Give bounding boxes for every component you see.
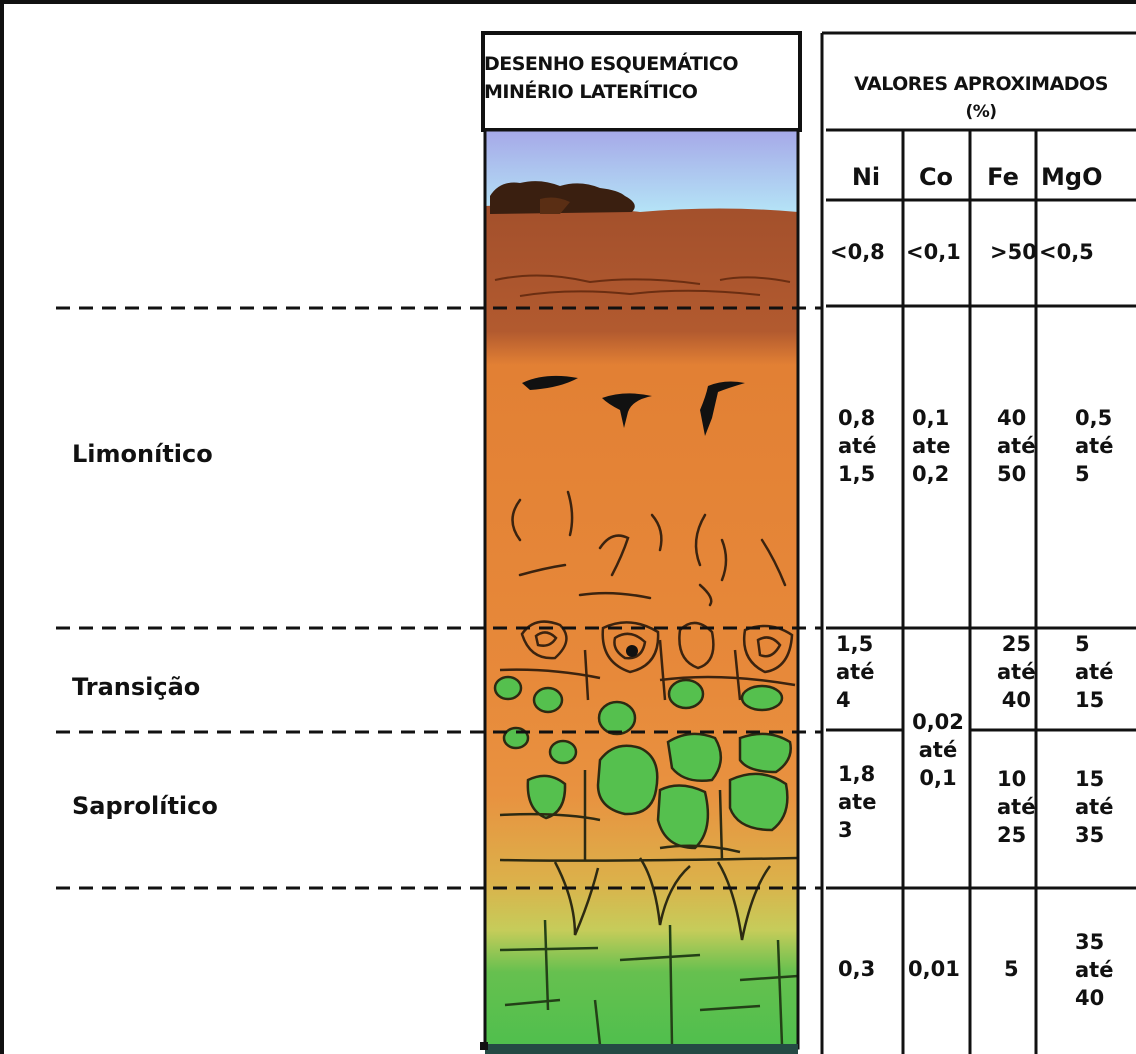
zone-label-limonitico: Limonítico: [72, 440, 213, 468]
cell-row4-ni: 0,3: [838, 957, 876, 981]
schematic-header: DESENHO ESQUEMÁTICO MINÉRIO LATERÍTICO: [484, 50, 804, 106]
nodules: [522, 375, 745, 436]
schematic-column: [480, 31, 802, 1054]
fracture-lines: [511, 490, 787, 607]
cell-row4-co: 0,01: [908, 957, 960, 981]
cell-row4-fe: 5: [1004, 957, 1019, 981]
schematic-header-box: [481, 31, 802, 132]
cell-row0-co: <0,1: [906, 240, 961, 264]
zone-label-transicao: Transição: [72, 673, 201, 701]
transition-boulders: [499, 620, 796, 701]
saprolite-veins: [499, 770, 799, 941]
zone-label-saprolitico: Saprolítico: [72, 792, 218, 820]
nodule-dot: [626, 645, 638, 657]
column-header-mgo: MgO: [1041, 163, 1103, 191]
values-table-grid: [820, 31, 1136, 1054]
schematic-header-line1: DESENHO ESQUEMÁTICO: [484, 53, 738, 75]
brown-zone-lines: [494, 274, 791, 297]
bedrock-fractures: [499, 919, 799, 1046]
column-header-co: Co: [918, 163, 954, 191]
cell-row0-fe: >50: [990, 240, 1037, 264]
soil-profile: [485, 204, 798, 1048]
laterite-crust: [490, 181, 635, 214]
column-header-fe: Fe: [987, 163, 1019, 191]
zone-boundaries: [56, 306, 822, 890]
cell-row0-ni: <0,8: [830, 240, 885, 264]
cell-row0-mgo: <0,5: [1039, 240, 1094, 264]
values-header-line1: VALORES APROXIMADOS: [854, 73, 1108, 95]
saprolite-blobs: [493, 675, 792, 850]
column-header-ni: Ni: [851, 163, 881, 191]
values-header: VALORES APROXIMADOS (%): [826, 70, 1136, 126]
column-base: [485, 1044, 798, 1054]
values-header-unit: (%): [965, 102, 997, 122]
schematic-header-line2: MINÉRIO LATERÍTICO: [484, 81, 698, 103]
